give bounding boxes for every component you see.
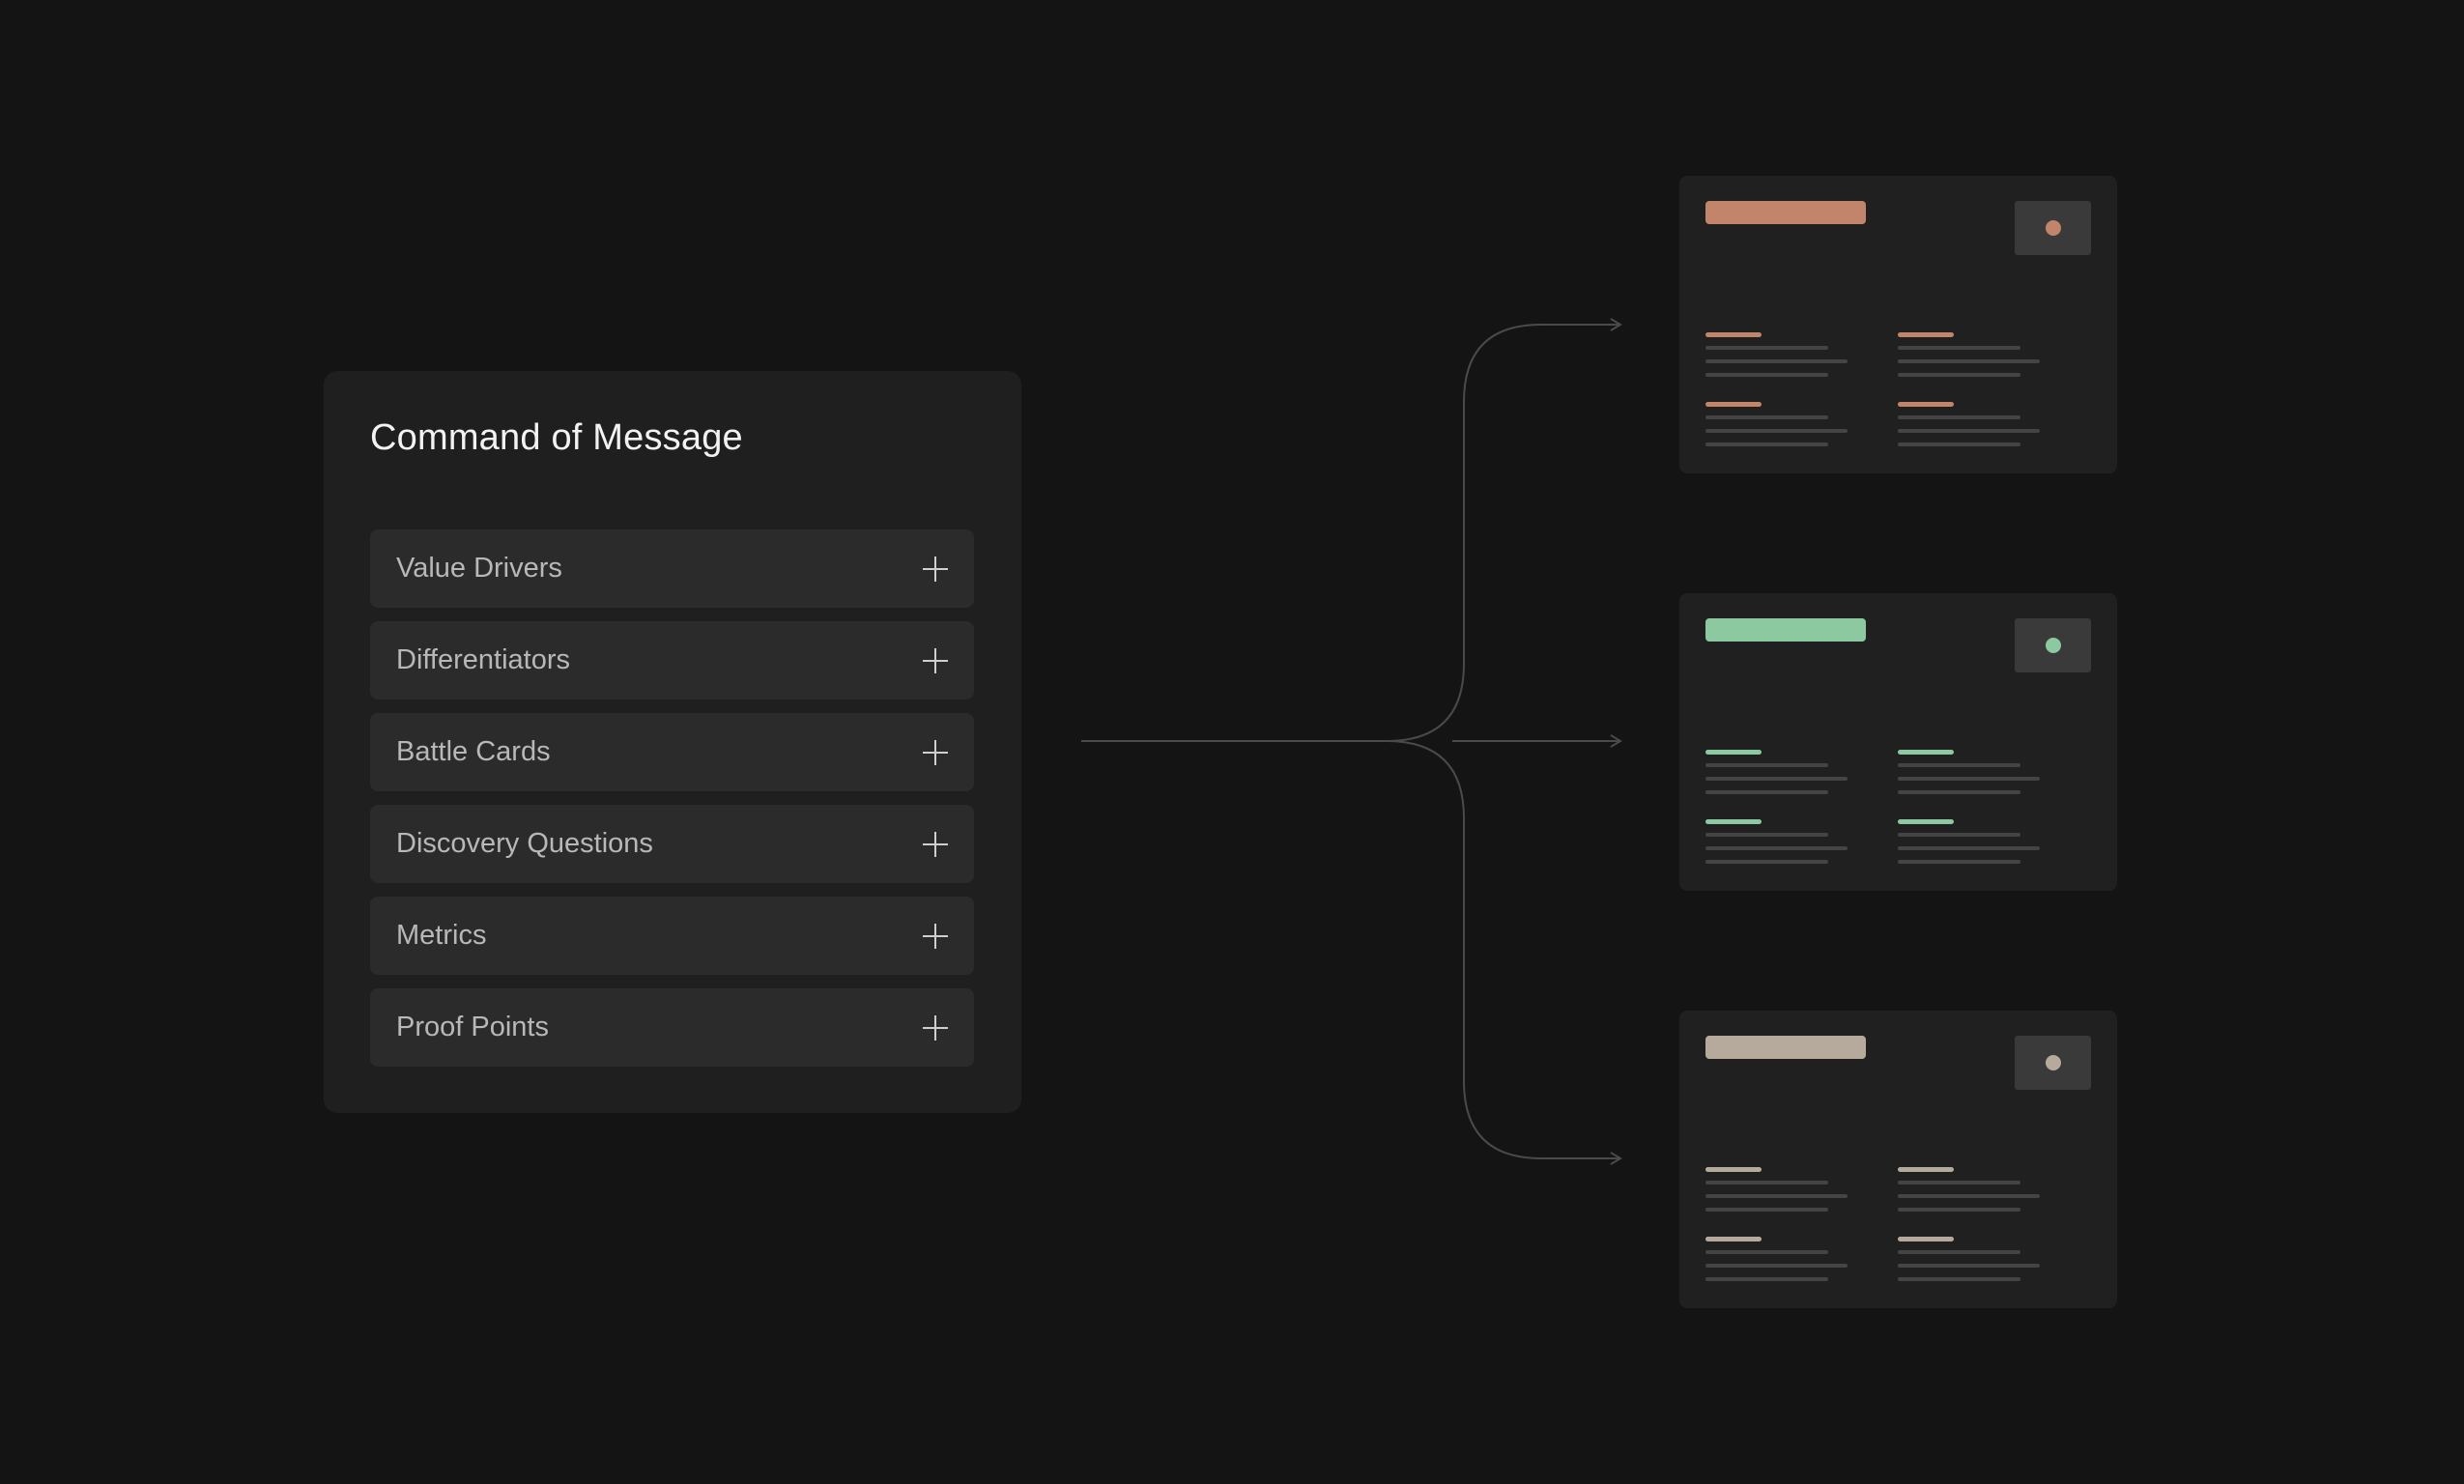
text-line [1705,415,1828,419]
block-heading-bar [1705,1167,1762,1172]
text-line [1705,1194,1848,1198]
card-text-block [1705,819,1850,877]
text-line [1898,1250,2020,1254]
status-dot-icon [2046,220,2061,236]
plus-icon[interactable] [923,556,948,582]
output-card[interactable] [1679,176,2117,473]
block-heading-bar [1898,332,1954,337]
card-text-block [1898,1167,2043,1225]
text-line [1705,1264,1848,1268]
text-line [1898,346,2020,350]
list-item-label: Proof Points [396,1012,549,1042]
card-text-block [1898,750,2043,808]
text-line [1705,359,1848,363]
card-text-block [1705,1167,1850,1225]
text-line [1705,790,1828,794]
block-heading-bar [1705,402,1762,407]
text-line [1705,777,1848,781]
list-item-value-drivers[interactable]: Value Drivers [370,529,974,608]
status-dot-icon [2046,1055,2061,1070]
card-text-block [1898,402,2043,460]
block-heading-bar [1705,819,1762,824]
output-card[interactable] [1679,593,2117,891]
list-item-label: Metrics [396,920,487,951]
list-item-label: Battle Cards [396,736,551,767]
text-line [1898,359,2040,363]
arrow-head-top [1610,318,1622,331]
card-title-bar [1705,201,1866,224]
text-line [1898,415,2020,419]
text-line [1705,860,1828,864]
connector-branch-bottom [1386,740,1620,1159]
block-heading-bar [1898,819,1954,824]
list-item-discovery-questions[interactable]: Discovery Questions [370,805,974,883]
plus-icon[interactable] [923,1015,948,1041]
list-item-label: Discovery Questions [396,828,653,859]
output-card[interactable] [1679,1011,2117,1308]
card-text-block [1705,750,1850,808]
card-title-bar [1705,618,1866,642]
list-item-proof-points[interactable]: Proof Points [370,988,974,1067]
text-line [1705,346,1828,350]
plus-icon[interactable] [923,740,948,765]
card-title-bar [1705,1036,1866,1059]
text-line [1898,777,2040,781]
block-heading-bar [1705,750,1762,755]
card-text-block [1705,1237,1850,1295]
plus-icon[interactable] [923,924,948,949]
text-line [1898,429,2040,433]
list-item-label: Differentiators [396,644,570,675]
text-line [1705,846,1848,850]
card-text-block [1898,819,2043,877]
block-heading-bar [1705,1237,1762,1241]
text-line [1705,442,1828,446]
text-line [1705,429,1848,433]
card-text-block [1898,1237,2043,1295]
arrow-head-bottom [1610,1152,1622,1165]
block-heading-bar [1898,1237,1954,1241]
text-line [1898,373,2020,377]
card-badge [2015,201,2091,255]
plus-icon[interactable] [923,832,948,857]
card-badge [2015,618,2091,672]
connector-branch-top [1386,324,1620,742]
block-heading-bar [1898,402,1954,407]
block-heading-bar [1898,1167,1954,1172]
text-line [1705,373,1828,377]
text-line [1898,833,2020,837]
text-line [1705,1181,1828,1184]
text-line [1898,1208,2020,1212]
text-line [1898,1264,2040,1268]
card-text-block [1705,402,1850,460]
list-item-metrics[interactable]: Metrics [370,897,974,975]
text-line [1705,1208,1828,1212]
text-line [1898,860,2020,864]
list-item-differentiators[interactable]: Differentiators [370,621,974,699]
arrow-head-middle [1610,734,1622,748]
list-item-label: Value Drivers [396,553,562,584]
plus-icon[interactable] [923,648,948,673]
text-line [1705,1250,1828,1254]
block-heading-bar [1898,750,1954,755]
text-line [1898,1277,2020,1281]
card-badge [2015,1036,2091,1090]
card-text-block [1705,332,1850,390]
status-dot-icon [2046,638,2061,653]
card-text-block [1898,332,2043,390]
text-line [1898,763,2020,767]
block-heading-bar [1705,332,1762,337]
text-line [1705,833,1828,837]
list-item-battle-cards[interactable]: Battle Cards [370,713,974,791]
panel-title: Command of Message [370,417,743,458]
text-line [1898,790,2020,794]
text-line [1898,1181,2020,1184]
text-line [1705,763,1828,767]
text-line [1705,1277,1828,1281]
text-line [1898,442,2020,446]
text-line [1898,846,2040,850]
command-of-message-panel: Command of Message Value Drivers Differe… [324,371,1021,1113]
text-line [1898,1194,2040,1198]
